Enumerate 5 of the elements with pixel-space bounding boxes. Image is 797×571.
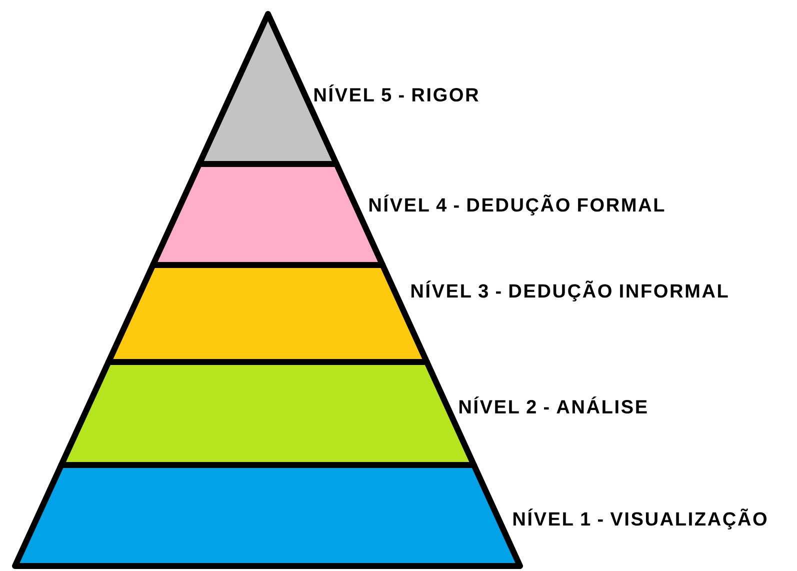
level-label: NÍVEL 3 - DEDUÇÃO INFORMAL — [411, 280, 728, 302]
level-label: NÍVEL 2 - ANÁLISE — [459, 396, 647, 414]
level-label: NÍVEL 5 - RIGOR — [314, 84, 478, 102]
level-label: NÍVEL 1 - VISUALIZAÇÃO — [513, 508, 766, 530]
level-label: NÍVEL 4 - DEDUÇÃO FORMAL — [369, 194, 664, 216]
